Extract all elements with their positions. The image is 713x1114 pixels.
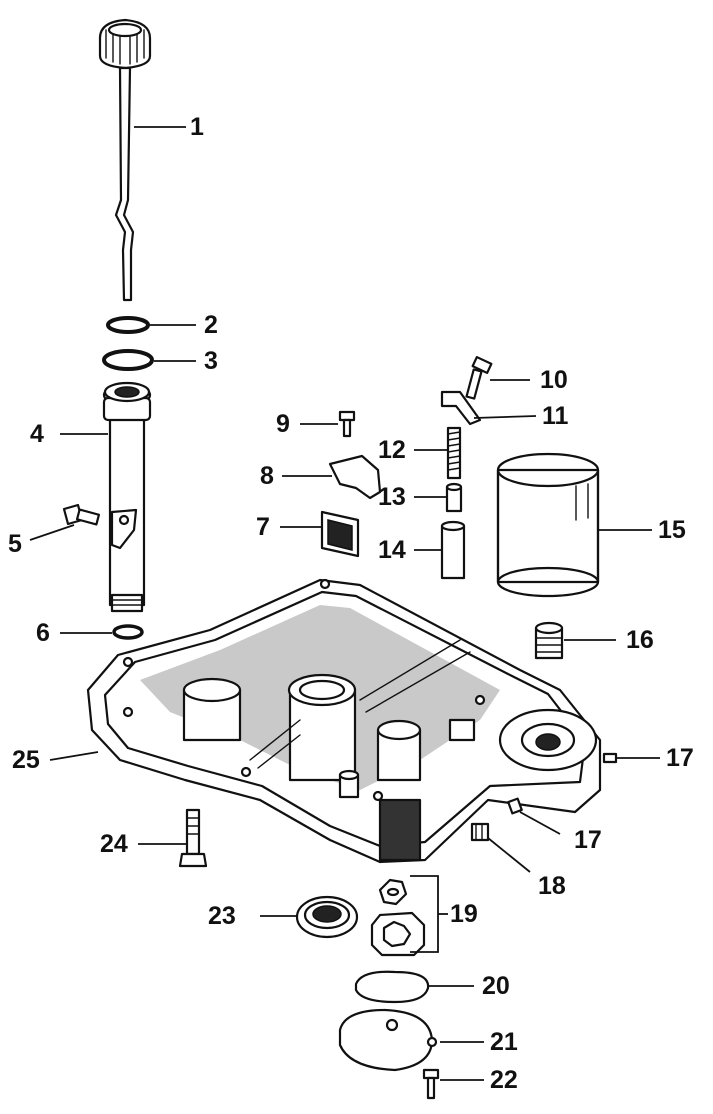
callout-20: 20 (482, 972, 510, 1000)
callout-11: 11 (542, 402, 569, 430)
part-bolt-bracket (465, 355, 493, 400)
part-bolt-pan (178, 808, 208, 868)
part-sleeve-small (445, 482, 463, 513)
callout-8: 8 (260, 462, 274, 490)
part-o-ring-small (106, 316, 150, 334)
callout-12: 12 (378, 436, 406, 464)
part-oil-seal (295, 895, 359, 939)
callout-13: 13 (378, 483, 406, 511)
part-gerotor-set (370, 875, 439, 957)
part-sleeve-large (440, 520, 466, 580)
callout-21: 21 (490, 1028, 518, 1056)
part-screw-small (338, 410, 356, 438)
callout-17-lower: 17 (574, 826, 602, 854)
callout-1: 1 (190, 113, 204, 141)
callout-17-right: 17 (666, 744, 694, 772)
part-gasket (354, 970, 430, 1004)
callout-6: 6 (36, 619, 50, 647)
part-bolt-tube (62, 503, 101, 526)
part-o-ring-large (102, 349, 154, 371)
callout-14: 14 (378, 536, 406, 564)
part-oil-pan (86, 578, 602, 864)
callout-7: 7 (256, 513, 270, 541)
part-bracket (328, 454, 382, 500)
callout-22: 22 (490, 1066, 518, 1094)
part-plug-fitting (534, 621, 564, 660)
part-pipe-plug (470, 822, 490, 842)
callout-5: 5 (8, 530, 22, 558)
part-screw-cover (422, 1068, 440, 1100)
part-dipstick (98, 18, 152, 302)
callout-9: 9 (276, 410, 290, 438)
part-fill-tube (102, 381, 152, 613)
part-spring (446, 426, 462, 480)
part-decal (320, 510, 360, 558)
part-oil-filter (496, 452, 600, 598)
callout-19: 19 (450, 900, 478, 928)
callout-16: 16 (626, 626, 654, 654)
callout-25: 25 (12, 746, 40, 774)
callout-23: 23 (208, 902, 236, 930)
callout-3: 3 (204, 347, 218, 375)
callout-18: 18 (538, 872, 566, 900)
callout-24: 24 (100, 830, 128, 858)
part-set-screw-a (602, 752, 618, 764)
part-cover (338, 1008, 438, 1072)
part-set-screw-b (507, 797, 523, 815)
callout-4: 4 (30, 420, 44, 448)
part-o-ring-tube (112, 624, 144, 640)
callout-2: 2 (204, 311, 218, 339)
leader-lines (29, 126, 660, 1081)
part-clip (440, 390, 482, 426)
callout-15: 15 (658, 516, 686, 544)
callout-10: 10 (540, 366, 568, 394)
